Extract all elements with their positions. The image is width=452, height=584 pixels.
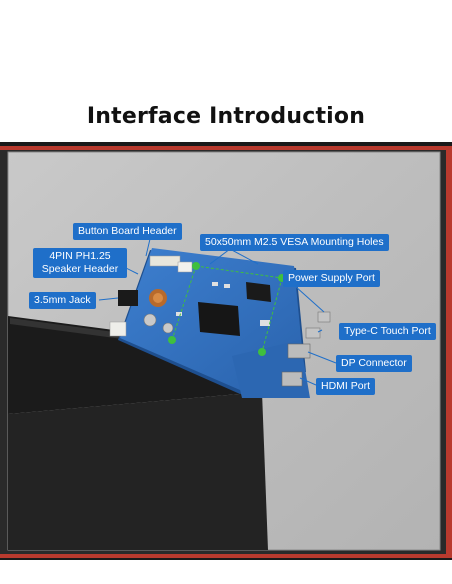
label-typec-touch-port: Type-C Touch Port	[339, 323, 436, 340]
label-power-supply-port: Power Supply Port	[283, 270, 380, 287]
label-speaker-header-line2: Speaker Header	[41, 263, 119, 275]
label-dp-connector: DP Connector	[336, 355, 412, 372]
label-speaker-header: 4PIN PH1.25 Speaker Header	[33, 248, 127, 278]
vesa-hole-guides	[171, 265, 283, 353]
leader-lines	[98, 238, 337, 386]
label-hdmi-port: HDMI Port	[316, 378, 376, 395]
label-jack: 3.5mm Jack	[29, 292, 96, 309]
label-button-board-header: Button Board Header	[73, 223, 182, 240]
driver-board	[109, 248, 331, 398]
label-vesa-holes: 50x50mm M2.5 VESA Mounting Holes	[200, 234, 389, 251]
label-speaker-header-line1: 4PIN PH1.25	[49, 250, 111, 262]
page-title: Interface Introduction	[86, 104, 366, 129]
